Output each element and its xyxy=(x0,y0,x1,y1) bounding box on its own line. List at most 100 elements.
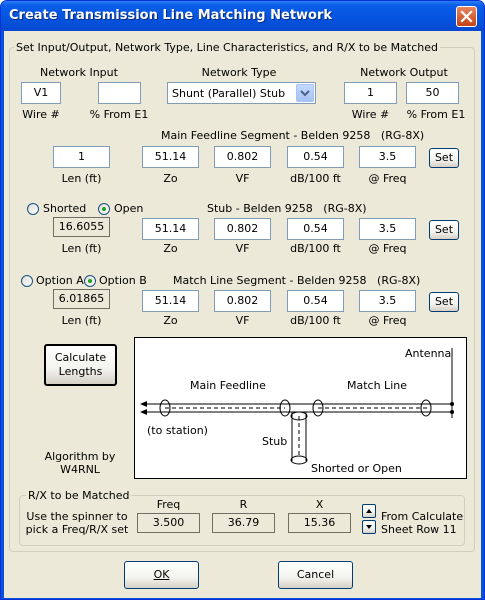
main-groupbox-title: Set Input/Output, Network Type, Line Cha… xyxy=(14,41,440,54)
main-freq-caption: @ Freq xyxy=(368,172,407,185)
rx-groupbox xyxy=(19,495,465,546)
stub-len-caption: Len (ft) xyxy=(61,242,102,255)
stub-open-label[interactable]: Open xyxy=(114,202,144,215)
stub-freq-field[interactable]: 3.5 xyxy=(359,218,416,240)
input-percent-caption: % From E1 xyxy=(89,108,149,121)
title-bar[interactable]: Create Transmission Line Matching Networ… xyxy=(1,1,484,31)
rx-freq-caption: Freq xyxy=(156,498,181,511)
stub-freq-caption: @ Freq xyxy=(368,242,407,255)
arrow-left-icon xyxy=(140,409,147,415)
stub-vf-caption: VF xyxy=(235,242,250,255)
diagram-drawing xyxy=(140,348,454,465)
stub-vf-field[interactable]: 0.802 xyxy=(214,218,271,240)
rx-hint-line2: pick a Freq/R/X set xyxy=(25,523,129,536)
input-percent-field[interactable] xyxy=(98,82,141,104)
rx-source-line2: Sheet Row 11 xyxy=(381,523,457,536)
rx-freq-value: 3.500 xyxy=(137,513,200,533)
match-line-title: Match Line Segment - Belden 9258 (RG-8X) xyxy=(173,274,421,287)
main-set-button[interactable]: Set xyxy=(429,148,459,168)
output-percent-caption: % From E1 xyxy=(406,108,466,121)
stub-open-radio[interactable] xyxy=(98,203,110,215)
stub-len-value: 16.6055 xyxy=(53,217,110,237)
match-zo-field[interactable]: 51.14 xyxy=(142,290,199,312)
rx-hint-line1: Use the spinner to xyxy=(26,510,128,523)
output-wire-caption: Wire # xyxy=(351,108,390,121)
network-output-label: Network Output xyxy=(360,66,448,79)
main-db-caption: dB/100 ft xyxy=(290,172,341,185)
cancel-button[interactable]: Cancel xyxy=(278,561,353,589)
algorithm-line1: Algorithm by xyxy=(44,450,116,463)
arrow-left-icon xyxy=(140,401,147,407)
option-a-radio[interactable] xyxy=(21,275,33,287)
close-icon xyxy=(460,10,473,23)
input-wire-caption: Wire # xyxy=(22,108,60,121)
calculate-lengths-button[interactable]: Calculate Lengths xyxy=(44,344,117,386)
diagram-match-line-label: Match Line xyxy=(347,379,407,392)
stub-zo-caption: Zo xyxy=(163,242,178,255)
dropdown-button[interactable] xyxy=(296,84,314,102)
algorithm-credit: Algorithm by W4RNL xyxy=(36,450,124,476)
main-vf-field[interactable]: 0.802 xyxy=(214,146,271,168)
main-len-caption: Len (ft) xyxy=(61,172,102,185)
match-vf-caption: VF xyxy=(235,314,250,327)
chevron-down-icon xyxy=(300,90,310,97)
network-type-select[interactable]: Shunt (Parallel) Stub xyxy=(167,82,316,104)
match-len-caption: Len (ft) xyxy=(61,314,102,327)
option-b-radio[interactable] xyxy=(84,275,96,287)
rx-r-caption: R xyxy=(239,498,248,511)
diagram-antenna-label: Antenna xyxy=(405,347,452,360)
main-len-field[interactable]: 1 xyxy=(53,146,110,168)
calculate-lengths-line1: Calculate xyxy=(54,351,107,364)
network-type-label: Network Type xyxy=(201,66,277,79)
diagram-main-feedline-label: Main Feedline xyxy=(190,379,266,392)
main-zo-field[interactable]: 51.14 xyxy=(142,146,199,168)
main-freq-field[interactable]: 3.5 xyxy=(359,146,416,168)
diagram-stub-label: Stub xyxy=(262,435,288,448)
rx-r-value: 36.79 xyxy=(212,513,275,533)
output-percent-field[interactable]: 50 xyxy=(406,82,459,104)
output-wire-field[interactable]: 1 xyxy=(344,82,397,104)
diagram-shorted-open-label: Shorted or Open xyxy=(311,462,402,475)
main-feedline-title: Main Feedline Segment - Belden 9258 (RG-… xyxy=(161,129,425,142)
stub-shorted-label[interactable]: Shorted xyxy=(43,202,87,215)
main-vf-caption: VF xyxy=(235,172,250,185)
spinner-down-button[interactable] xyxy=(362,520,376,534)
rx-x-caption: X xyxy=(315,498,324,511)
stub-shorted-radio[interactable] xyxy=(27,203,39,215)
match-freq-caption: @ Freq xyxy=(368,314,407,327)
close-button[interactable] xyxy=(456,6,477,27)
rx-source: From Calculate Sheet Row 11 xyxy=(381,510,463,536)
stub-title: Stub - Belden 9258 (RG-8X) xyxy=(207,202,367,215)
network-diagram: Antenna Main Feedline Match Line (to sta… xyxy=(134,337,467,479)
stub-set-button[interactable]: Set xyxy=(429,220,459,240)
rx-source-line1: From Calculate xyxy=(381,510,464,523)
main-zo-caption: Zo xyxy=(163,172,178,185)
match-db-field[interactable]: 0.54 xyxy=(287,290,344,312)
stub-zo-field[interactable]: 51.14 xyxy=(142,218,199,240)
main-db-field[interactable]: 0.54 xyxy=(287,146,344,168)
calculate-lengths-line2: Lengths xyxy=(58,365,103,378)
match-freq-field[interactable]: 3.5 xyxy=(359,290,416,312)
rx-groupbox-title: R/X to be Matched xyxy=(26,489,132,502)
window-title: Create Transmission Line Matching Networ… xyxy=(9,8,333,23)
match-vf-field[interactable]: 0.802 xyxy=(214,290,271,312)
ok-button[interactable]: OK xyxy=(124,561,199,589)
stub-db-field[interactable]: 0.54 xyxy=(287,218,344,240)
arrow-down-icon xyxy=(366,525,372,529)
stub-db-caption: dB/100 ft xyxy=(290,242,341,255)
cancel-button-label: Cancel xyxy=(296,568,335,581)
dialog-body: Set Input/Output, Network Type, Line Cha… xyxy=(4,31,481,598)
rx-hint: Use the spinner to pick a Freq/R/X set xyxy=(22,510,132,536)
algorithm-line2: W4RNL xyxy=(60,463,100,476)
rx-x-value: 15.36 xyxy=(288,513,351,533)
diagram-to-station-label: (to station) xyxy=(147,424,208,437)
spinner-up-button[interactable] xyxy=(362,504,376,518)
input-wire-field[interactable]: V1 xyxy=(21,82,61,104)
network-input-label: Network Input xyxy=(40,66,118,79)
ok-button-label: OK xyxy=(153,568,170,581)
option-a-label[interactable]: Option A xyxy=(36,274,84,287)
option-b-label[interactable]: Option B xyxy=(99,274,147,287)
match-db-caption: dB/100 ft xyxy=(290,314,341,327)
match-set-button[interactable]: Set xyxy=(429,292,459,312)
